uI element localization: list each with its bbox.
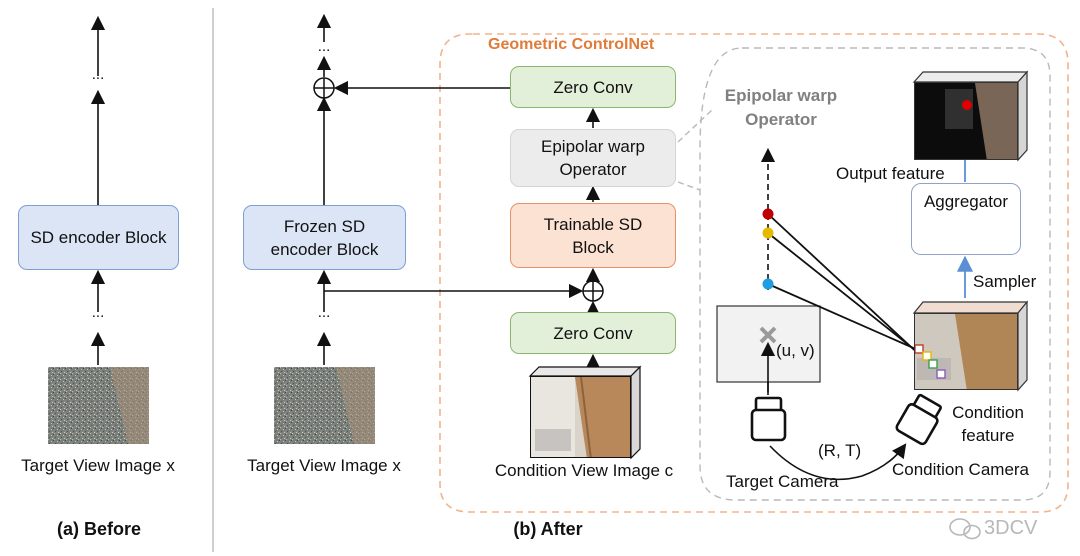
target-view-label-before: Target View Image x xyxy=(21,456,175,475)
rt-arc xyxy=(769,443,907,481)
target-view-image-before xyxy=(48,367,149,444)
sample-dot-blue xyxy=(762,278,774,290)
sample-dot-yellow xyxy=(762,227,774,239)
caption-before: (a) Before xyxy=(56,519,141,539)
uv-label: (u, v) xyxy=(776,341,815,360)
output-feature-frame xyxy=(912,70,1029,162)
trainable-sd-block: Trainable SD Block xyxy=(510,203,676,268)
controlnet-title: Geometric ControlNet xyxy=(488,36,655,53)
caption-after: (b) After xyxy=(513,519,583,539)
add-node-bottom xyxy=(582,280,604,302)
output-feature-label: Output feature xyxy=(836,164,945,183)
condition-camera-icon xyxy=(895,393,942,446)
sd-encoder-block: SD encoder Block xyxy=(18,205,179,270)
frozen-sd-encoder-block: Frozen SD encoder Block xyxy=(243,205,406,270)
sampler-label: Sampler xyxy=(973,272,1037,291)
condition-feature-label: Condition feature xyxy=(952,403,1024,445)
target-view-image-after xyxy=(274,367,375,444)
sample-dot-red xyxy=(762,208,774,220)
condition-view-label: Condition View Image c xyxy=(494,461,674,480)
condition-feature-image xyxy=(914,313,1018,390)
detail-title: Epipolar warp Operator xyxy=(724,86,838,129)
target-camera-icon xyxy=(750,396,787,442)
condition-camera-label: Condition Camera xyxy=(892,460,1030,479)
aggregator-box: Aggregator xyxy=(911,183,1021,255)
target-camera-label: Target Camera xyxy=(726,472,839,491)
aggregator-label: Aggregator xyxy=(923,192,1009,211)
target-view-label-after: Target View Image x xyxy=(247,456,401,475)
ellipsis-before-top: ... xyxy=(91,66,105,83)
zero-conv-top: Zero Conv xyxy=(510,66,676,108)
condition-feature-frame xyxy=(912,300,1029,392)
watermark-text: 3DCV xyxy=(984,517,1038,539)
add-node-top xyxy=(313,77,335,99)
rt-label: (R, T) xyxy=(818,441,862,460)
ellipsis-before-mid: ... xyxy=(91,304,105,321)
condition-image-frame xyxy=(528,365,642,460)
condition-view-image xyxy=(530,376,631,458)
detail-outline xyxy=(699,47,1051,501)
watermark-icon xyxy=(949,518,981,540)
output-feature-image xyxy=(914,82,1018,160)
uv-point-icon xyxy=(759,326,777,344)
ellipsis-after-top: ... xyxy=(317,38,331,55)
epipolar-warp-box: Epipolar warp Operator xyxy=(510,129,676,187)
zero-conv-bottom: Zero Conv xyxy=(510,312,676,354)
ellipsis-after-mid: ... xyxy=(317,304,331,321)
